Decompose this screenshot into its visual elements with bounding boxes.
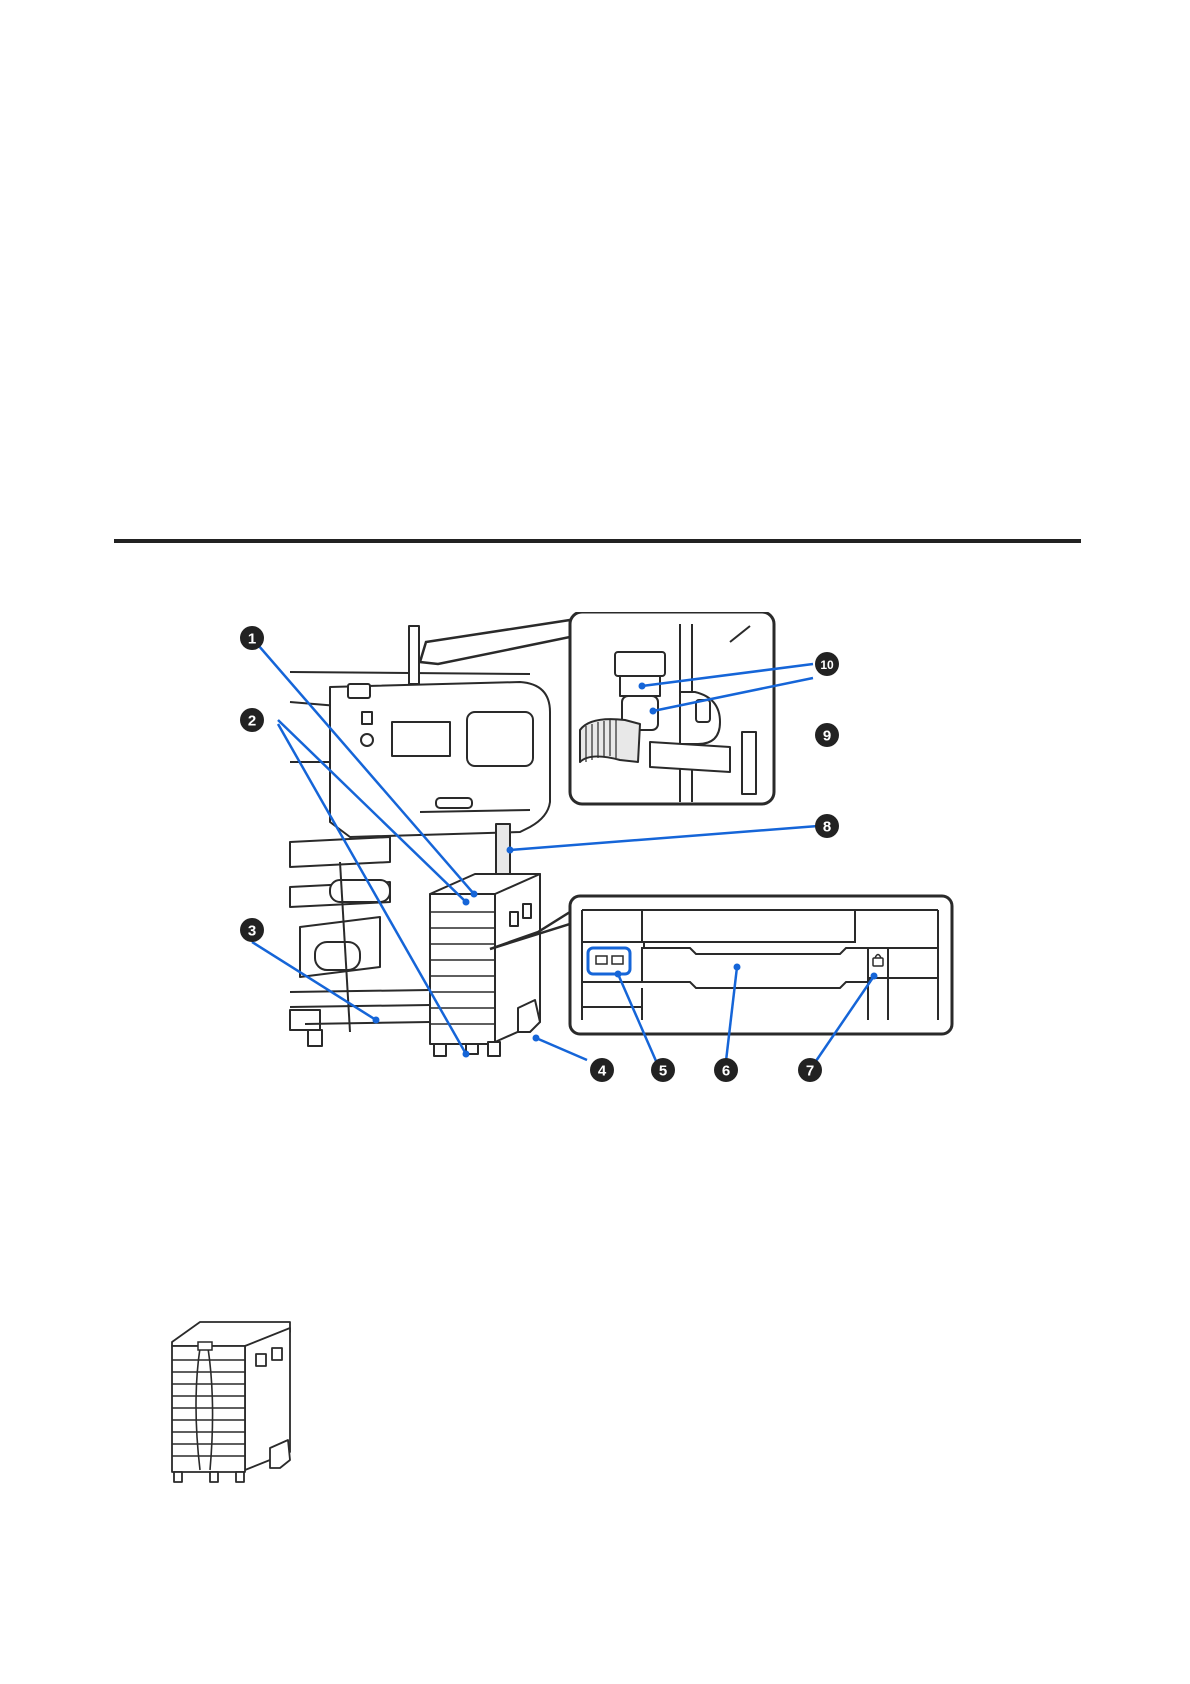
- svg-text:3: 3: [248, 923, 256, 940]
- ink-supply-unit-parts-diagram: 1 2 3 4 5 6 7 8: [230, 612, 970, 1082]
- svg-text:5: 5: [659, 1063, 667, 1080]
- callout-4: 4: [590, 1058, 614, 1082]
- svg-text:7: 7: [806, 1063, 814, 1080]
- callout-3: 3: [240, 918, 264, 942]
- callout-1: 1: [240, 626, 264, 650]
- callout-5: 5: [651, 1058, 675, 1082]
- svg-text:6: 6: [722, 1063, 730, 1080]
- svg-text:2: 2: [248, 713, 256, 730]
- callout-10: 10: [815, 652, 839, 676]
- callout-2: 2: [240, 708, 264, 732]
- svg-text:4: 4: [598, 1063, 607, 1080]
- svg-text:10: 10: [820, 658, 834, 672]
- section-divider: [114, 539, 1081, 543]
- svg-text:9: 9: [823, 728, 831, 745]
- svg-text:8: 8: [823, 819, 831, 836]
- ink-tray-detail-inset: [570, 896, 952, 1034]
- ink-supply-unit: [430, 874, 540, 1056]
- callout-8: 8: [815, 814, 839, 838]
- svg-text:1: 1: [248, 631, 256, 648]
- ink-supply-unit-with-lock-cable-icon: [160, 1312, 310, 1490]
- callout-7: 7: [798, 1058, 822, 1082]
- callout-9: 9: [815, 723, 839, 747]
- callout-6: 6: [714, 1058, 738, 1082]
